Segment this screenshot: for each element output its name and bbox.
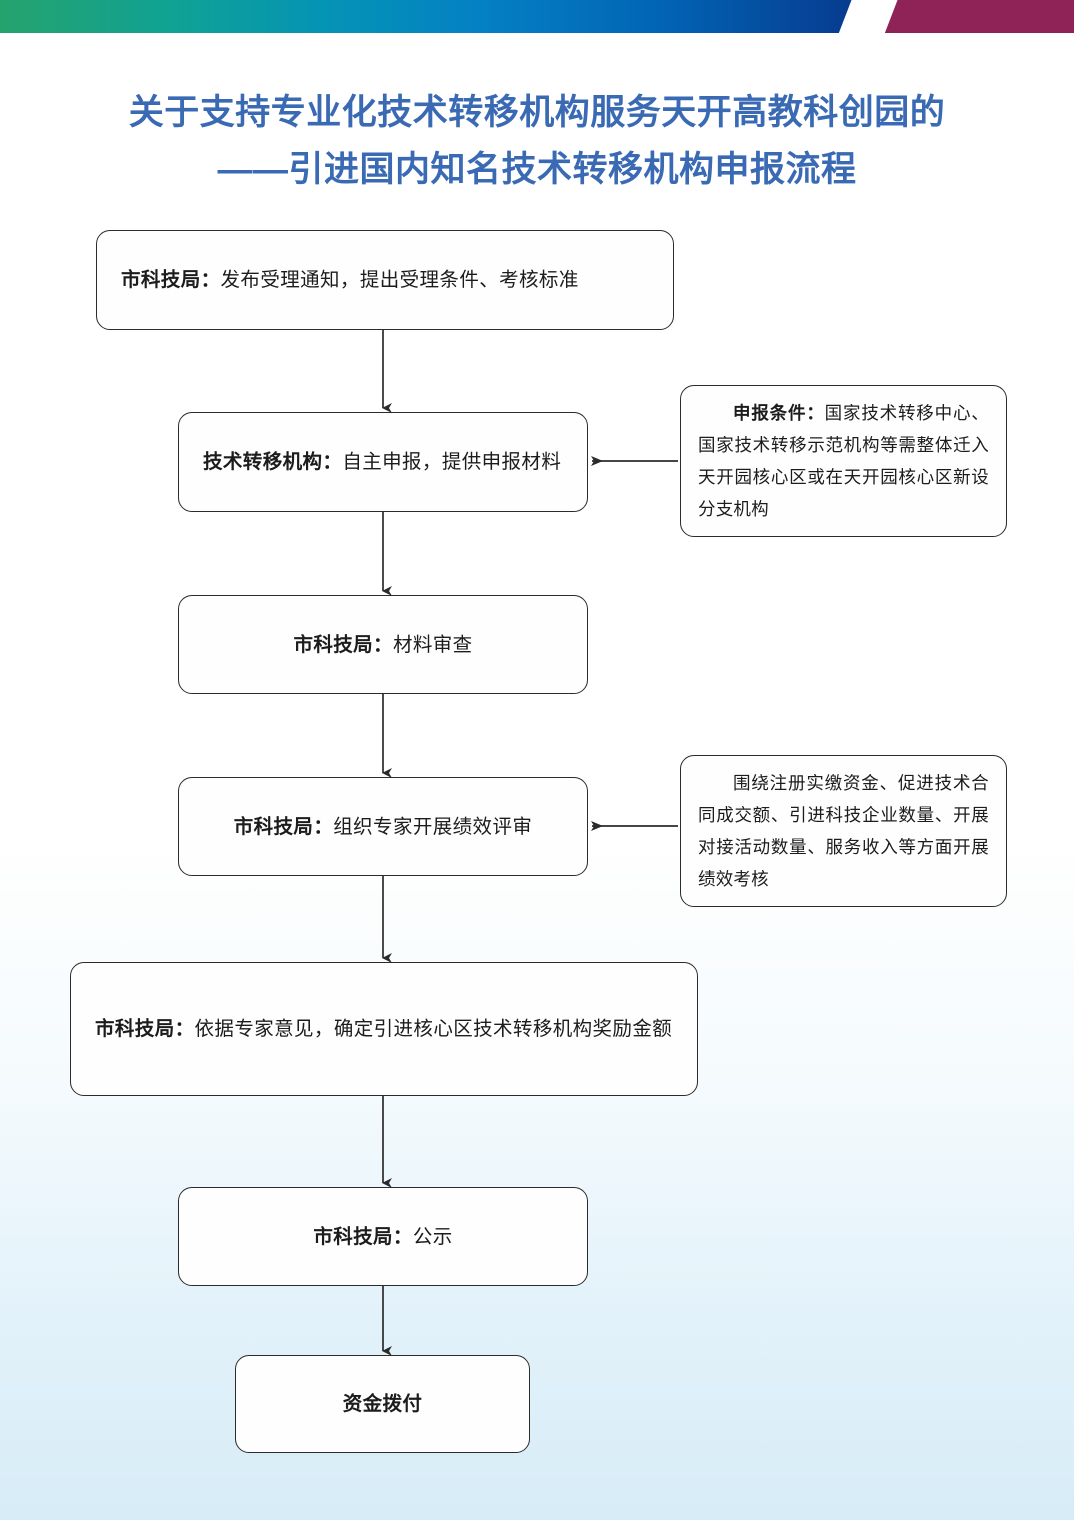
flow-node-lead: 市科技局：: [121, 269, 221, 291]
flow-node-body: 自主申报，提供申报材料: [342, 451, 562, 473]
flow-node-publish-notice[interactable]: 市科技局：发布受理通知，提出受理条件、考核标准: [96, 230, 674, 330]
page-title-line-1: 关于支持专业化技术转移机构服务天开高教科创园的: [128, 93, 946, 132]
flow-node-text: 市科技局：依据专家意见，确定引进核心区技术转移机构奖励金额: [71, 1010, 697, 1048]
flow-node-body: 组织专家开展绩效评审: [333, 815, 533, 838]
flow-note-performance-criteria[interactable]: 围绕注册实缴资金、促进技术合同成交额、引进科技企业数量、开展对接活动数量、服务收…: [680, 755, 1007, 907]
flow-node-lead: 市科技局：: [293, 633, 393, 656]
flow-node-expert-performance-review[interactable]: 市科技局：组织专家开展绩效评审: [178, 777, 588, 876]
flow-note-body: 国家技术转移中心、国家技术转移示范机构等需整体迁入天开园核心区或在天开园核心区新…: [698, 403, 989, 519]
flow-node-text: 市科技局：发布受理通知，提出受理条件、考核标准: [97, 261, 673, 299]
page-title: 关于支持专业化技术转移机构服务天开高教科创园的 ——引进国内知名技术转移机构申报…: [0, 84, 1074, 198]
flow-node-public-announcement[interactable]: 市科技局：公示: [178, 1187, 588, 1286]
flow-node-lead: 市科技局：: [313, 1225, 413, 1248]
flow-node-lead: 技术转移机构：: [203, 451, 343, 473]
flow-node-text: 资金拨付: [236, 1385, 529, 1423]
flow-node-fund-disbursement[interactable]: 资金拨付: [235, 1355, 530, 1453]
flow-note-text: 申报条件：国家技术转移中心、国家技术转移示范机构等需整体迁入天开园核心区或在天开…: [681, 397, 1006, 525]
flow-node-body: 材料审查: [392, 633, 473, 656]
flow-note-text: 围绕注册实缴资金、促进技术合同成交额、引进科技企业数量、开展对接活动数量、服务收…: [681, 767, 1006, 895]
flow-node-lead: 资金拨付: [342, 1393, 423, 1415]
flow-note-lead: 申报条件：: [733, 403, 825, 423]
header-decorative-band: [0, 0, 1074, 33]
flow-note-body: 围绕注册实缴资金、促进技术合同成交额、引进科技企业数量、开展对接活动数量、服务收…: [698, 773, 989, 889]
flow-node-material-review[interactable]: 市科技局：材料审查: [178, 595, 588, 694]
flow-node-body: 依据专家意见，确定引进核心区技术转移机构奖励金额: [194, 1018, 673, 1040]
flow-node-body: 发布受理通知，提出受理条件、考核标准: [220, 269, 579, 291]
flow-node-text: 市科技局：组织专家开展绩效评审: [179, 808, 587, 846]
flow-node-text: 技术转移机构：自主申报，提供申报材料: [179, 443, 587, 481]
band-magenta-block: [868, 0, 1074, 33]
flow-note-application-conditions[interactable]: 申报条件：国家技术转移中心、国家技术转移示范机构等需整体迁入天开园核心区或在天开…: [680, 385, 1007, 537]
page-title-line-2: ——引进国内知名技术转移机构申报流程: [217, 150, 857, 189]
flow-node-lead: 市科技局：: [233, 815, 334, 838]
flow-node-text: 市科技局：材料审查: [179, 626, 587, 664]
flow-node-body: 公示: [412, 1225, 453, 1248]
flow-node-text: 市科技局：公示: [179, 1218, 587, 1256]
flow-node-lead: 市科技局：: [95, 1018, 195, 1040]
flow-node-institution-apply[interactable]: 技术转移机构：自主申报，提供申报材料: [178, 412, 588, 512]
flow-node-determine-award-amount[interactable]: 市科技局：依据专家意见，确定引进核心区技术转移机构奖励金额: [70, 962, 698, 1096]
